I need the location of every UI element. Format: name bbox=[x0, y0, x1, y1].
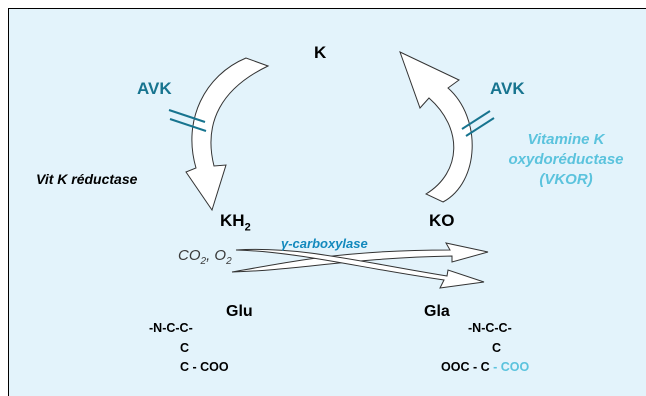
glu-structure-line-3: C - COO bbox=[180, 360, 229, 374]
glu-structure-line-1: -N-C-C- bbox=[149, 321, 193, 335]
gla-structure-line-3-black: OOC - C bbox=[441, 360, 490, 374]
vit-k-reductase-label: Vit K réductase bbox=[36, 171, 138, 187]
gla-structure-line-3: OOC - C - COO bbox=[441, 361, 529, 374]
glu-label: Glu bbox=[226, 303, 253, 320]
vkor-line-3: (VKOR) bbox=[539, 171, 593, 188]
gla-structure-line-1: -N-C-C- bbox=[468, 321, 512, 335]
gla-label: Gla bbox=[424, 303, 450, 320]
co2-base: CO bbox=[178, 247, 201, 264]
co2-subscript: 2 bbox=[200, 256, 207, 267]
kh2-label: KH2 bbox=[220, 212, 251, 233]
gamma-carboxylase-label: γ-carboxylase bbox=[281, 236, 368, 251]
kh2-subscript: 2 bbox=[244, 221, 251, 234]
o2-base: , O bbox=[206, 247, 227, 264]
upper-cross-arrow bbox=[231, 242, 489, 273]
ko-label: KO bbox=[429, 211, 455, 230]
vkor-line-1: Vitamine K bbox=[527, 131, 605, 148]
avk-left-inhibition-mark bbox=[168, 109, 207, 132]
left-cycle-arrow bbox=[185, 57, 270, 212]
avk-right-inhibition-mark bbox=[461, 110, 495, 137]
diagram-panel bbox=[8, 8, 646, 396]
vkor-label: Vitamine K oxydoréductase (VKOR) bbox=[506, 130, 626, 190]
avk-left-label: AVK bbox=[137, 79, 172, 98]
vkor-line-2: oxydoréductase bbox=[508, 151, 624, 168]
gla-structure-line-3-cyan: - COO bbox=[489, 360, 530, 374]
kh2-base: KH bbox=[220, 211, 245, 230]
right-cycle-arrow bbox=[399, 51, 473, 203]
avk-right-label: AVK bbox=[490, 79, 525, 98]
o2-subscript: 2 bbox=[226, 256, 232, 267]
glu-structure-line-2: C bbox=[180, 341, 190, 355]
lower-cross-arrow bbox=[235, 248, 485, 289]
gla-structure-line-2: C bbox=[492, 341, 502, 355]
vitamin-k-label: K bbox=[314, 43, 327, 62]
co2-o2-label: CO2, O2 bbox=[178, 248, 232, 267]
